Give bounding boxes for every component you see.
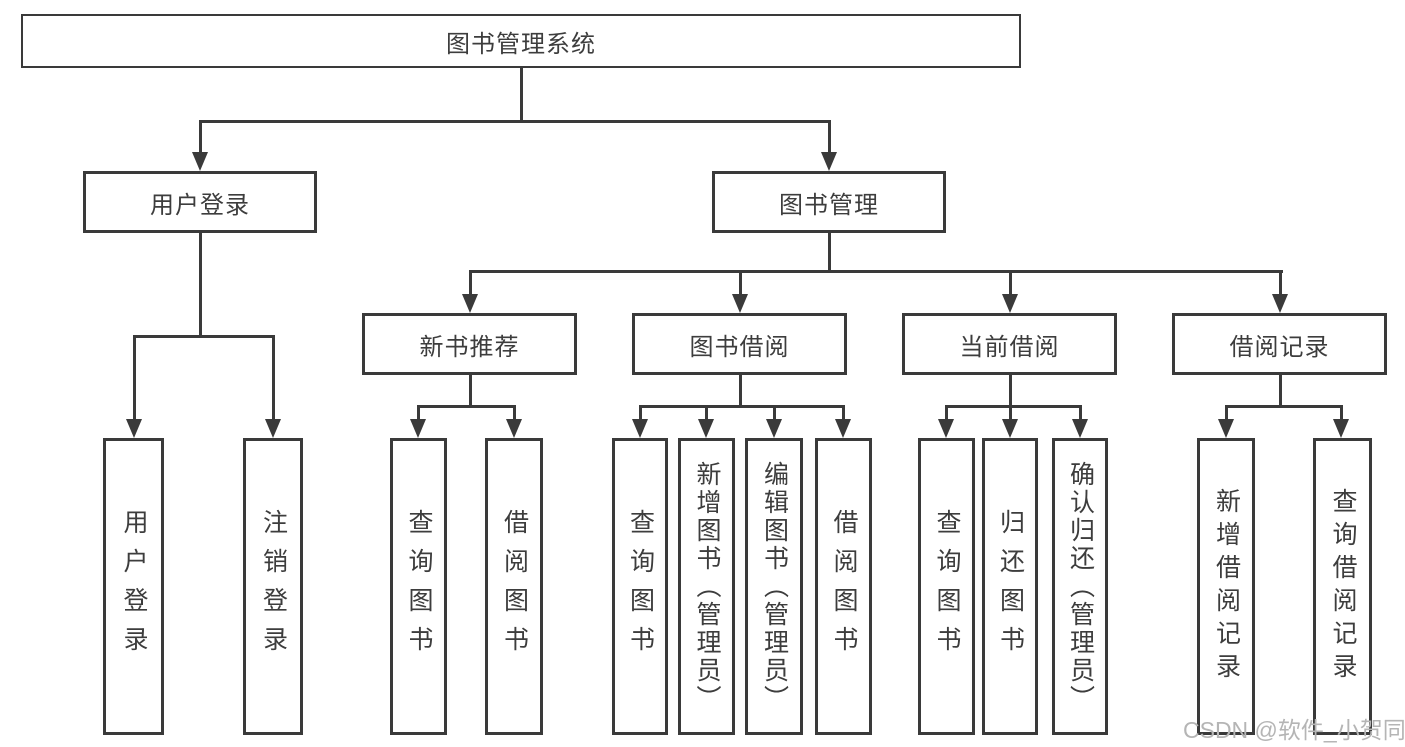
leaf-label: 查询借阅记录 [1329,487,1357,686]
leaf-edit-books-admin: 编辑图书（管理员） [745,438,803,735]
leaf-label: 借阅图书 [500,508,529,665]
node-root-label: 图书管理系统 [446,30,596,58]
node-borrow-records: 借阅记录 [1172,313,1387,375]
connector-line [513,405,516,422]
leaf-label: 新增借阅记录 [1212,487,1241,686]
connector-line [639,405,642,422]
arrow-down-icon [126,419,142,438]
connector-line [639,405,845,408]
connector-line [199,120,202,155]
connector-line [1225,405,1343,408]
connector-line [1009,375,1012,405]
leaf-query-borrow-record: 查询借阅记录 [1313,438,1372,735]
connector-line [469,375,472,405]
connector-line [469,270,472,296]
connector-line [272,335,275,421]
arrow-down-icon [1002,294,1018,313]
arrow-down-icon [1072,419,1088,438]
connector-line [739,270,742,296]
arrow-down-icon [1333,419,1349,438]
connector-line [828,120,831,155]
leaf-borrow-books-2: 借阅图书 [815,438,872,735]
connector-line [1009,405,1012,422]
connector-line [1340,405,1343,422]
arrow-down-icon [938,419,954,438]
leaf-confirm-return-admin: 确认归还（管理员） [1052,438,1108,735]
leaf-label: 查询图书 [626,508,655,665]
leaf-label: 用户登录 [120,508,148,665]
arrow-down-icon [835,419,851,438]
arrow-down-icon [1272,294,1288,313]
leaf-logout: 注销登录 [243,438,303,735]
leaf-return-books: 归还图书 [982,438,1038,735]
leaf-query-books-3: 查询图书 [918,438,975,735]
node-label: 当前借阅 [959,333,1060,361]
arrow-down-icon [632,419,648,438]
connector-line [199,120,831,123]
arrow-down-icon [192,152,208,171]
leaf-query-books-1: 查询图书 [390,438,447,735]
node-label: 借阅记录 [1229,333,1330,361]
node-root: 图书管理系统 [21,14,1021,68]
connector-line [1279,270,1282,296]
arrow-down-icon [506,419,522,438]
leaf-user-login: 用户登录 [103,438,164,735]
leaf-label: 新增图书（管理员） [693,460,721,713]
arrow-down-icon [1002,419,1018,438]
leaf-query-books-2: 查询图书 [612,438,668,735]
connector-line [945,405,1082,408]
node-label: 图书借阅 [689,333,790,361]
leaf-label: 注销登录 [259,508,288,665]
node-label: 用户登录 [150,191,250,219]
connector-line [842,405,845,422]
leaf-label: 确认归还（管理员） [1066,460,1095,713]
arrow-down-icon [821,152,837,171]
node-new-book-recommend: 新书推荐 [362,313,577,375]
leaf-label: 归还图书 [996,508,1025,665]
node-current-borrow: 当前借阅 [902,313,1117,375]
leaf-label: 编辑图书（管理员） [760,460,789,713]
leaf-label: 借阅图书 [830,508,858,665]
leaf-add-borrow-record: 新增借阅记录 [1197,438,1255,735]
leaf-label: 查询图书 [933,508,961,665]
connector-line [945,405,948,422]
leaf-add-books-admin: 新增图书（管理员） [678,438,735,735]
node-book-management: 图书管理 [712,171,946,233]
connector-line [133,335,275,338]
connector-line [1009,270,1012,296]
node-label: 新书推荐 [419,333,520,361]
connector-line [705,405,708,422]
connector-line [417,405,515,408]
connector-line [520,68,523,122]
connector-line [1279,375,1282,405]
arrow-down-icon [732,294,748,313]
leaf-borrow-books-1: 借阅图书 [485,438,543,735]
connector-line [469,270,1283,273]
connector-line [1225,405,1228,422]
connector-line [199,233,202,335]
node-book-borrow: 图书借阅 [632,313,847,375]
arrow-down-icon [1218,419,1234,438]
connector-line [417,405,420,422]
csdn-watermark: CSDN @软件_小贺同学 [1183,717,1405,743]
arrow-down-icon [265,419,281,438]
arrow-down-icon [462,294,478,313]
arrow-down-icon [698,419,714,438]
connector-line [739,375,742,405]
node-user-login: 用户登录 [83,171,317,233]
connector-line [828,233,831,272]
connector-line [773,405,776,422]
arrow-down-icon [766,419,782,438]
leaf-label: 查询图书 [405,508,433,665]
node-label: 图书管理 [779,191,879,219]
connector-line [1079,405,1082,422]
connector-line [133,335,136,421]
arrow-down-icon [410,419,426,438]
